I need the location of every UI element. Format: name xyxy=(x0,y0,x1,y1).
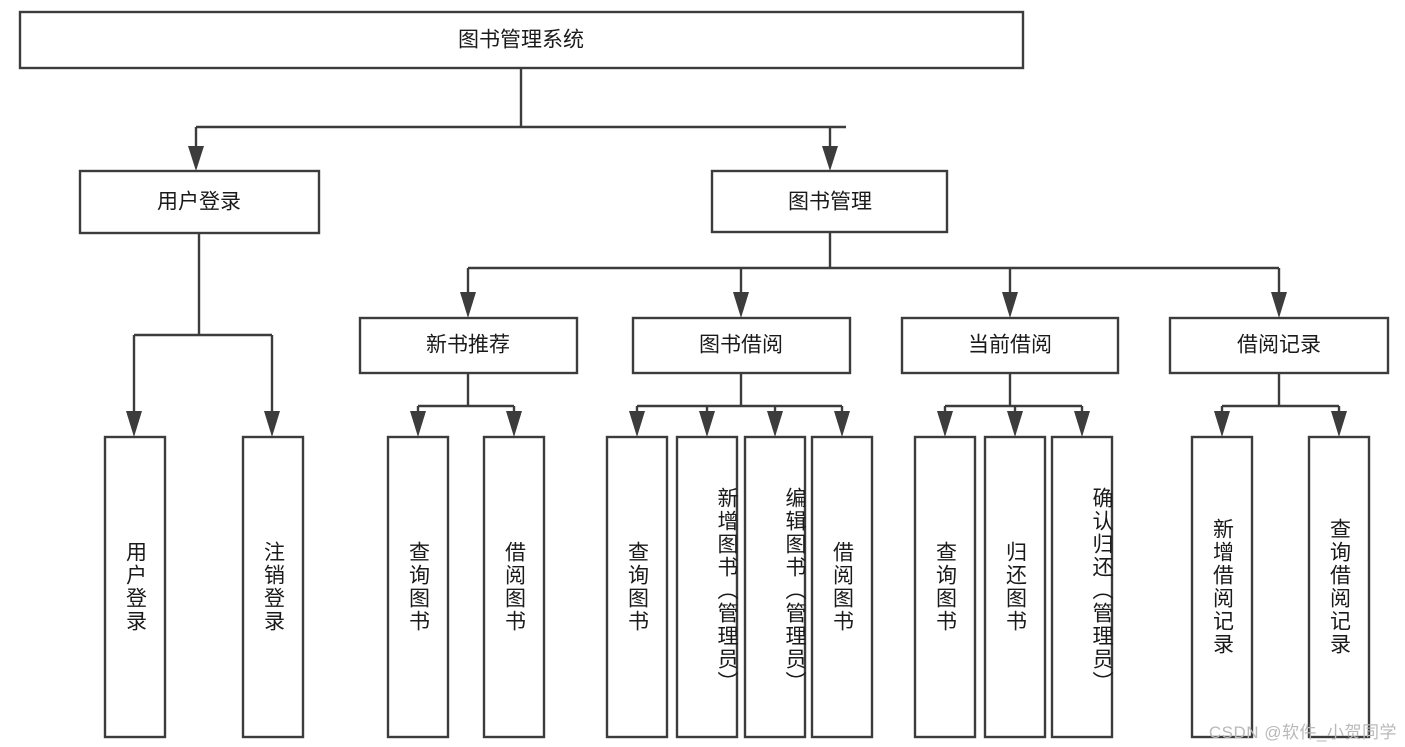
leaf-rect-logout-login[interactable] xyxy=(241,435,305,739)
node-root[interactable]: 图书管理系统 xyxy=(18,10,1025,70)
leaf-rect-user-login[interactable] xyxy=(103,435,167,739)
node-new-book-recommend-label: 新书推荐 xyxy=(426,334,510,357)
leaf-rect-query-book-1[interactable] xyxy=(386,435,450,739)
connector-currentborrow-to-leaves xyxy=(937,373,1090,437)
node-book-management-label: 图书管理 xyxy=(788,191,872,214)
connector-userlogin-to-leaves xyxy=(126,233,280,437)
leaf-rect-confirm-return[interactable] xyxy=(1050,435,1114,739)
node-current-borrow-label: 当前借阅 xyxy=(968,334,1052,357)
node-book-management[interactable]: 图书管理 xyxy=(710,169,949,234)
node-book-borrow[interactable]: 图书借阅 xyxy=(631,316,852,375)
node-user-login-label: 用户登录 xyxy=(157,191,241,214)
connector-bookborrow-to-leaves xyxy=(629,373,850,437)
leaf-rect-borrow-book-1[interactable] xyxy=(482,435,546,739)
connector-root-to-level1 xyxy=(188,68,846,171)
leaf-rect-add-book[interactable] xyxy=(675,435,739,739)
connector-bookmgmt-to-level2 xyxy=(460,232,1287,318)
leaf-rect-borrow-book-2[interactable] xyxy=(810,435,874,739)
leaf-rect-add-record[interactable] xyxy=(1190,435,1254,739)
leaf-rect-query-book-2[interactable] xyxy=(605,435,669,739)
node-current-borrow[interactable]: 当前借阅 xyxy=(900,316,1120,375)
leaf-rect-query-book-3[interactable] xyxy=(913,435,977,739)
node-borrow-record[interactable]: 借阅记录 xyxy=(1168,316,1390,375)
leaf-rect-return-book[interactable] xyxy=(983,435,1047,739)
node-root-label: 图书管理系统 xyxy=(458,29,584,52)
node-new-book-recommend[interactable]: 新书推荐 xyxy=(358,316,579,375)
leaf-rect-query-record[interactable] xyxy=(1307,435,1371,739)
connector-borrowrecord-to-leaves xyxy=(1214,373,1347,437)
node-borrow-record-label: 借阅记录 xyxy=(1237,334,1321,357)
leaf-node-rects xyxy=(103,435,1371,739)
connector-newbook-to-leaves xyxy=(410,373,522,437)
node-book-borrow-label: 图书借阅 xyxy=(699,334,783,357)
leaf-rect-edit-book[interactable] xyxy=(743,435,807,739)
node-user-login[interactable]: 用户登录 xyxy=(78,169,321,235)
